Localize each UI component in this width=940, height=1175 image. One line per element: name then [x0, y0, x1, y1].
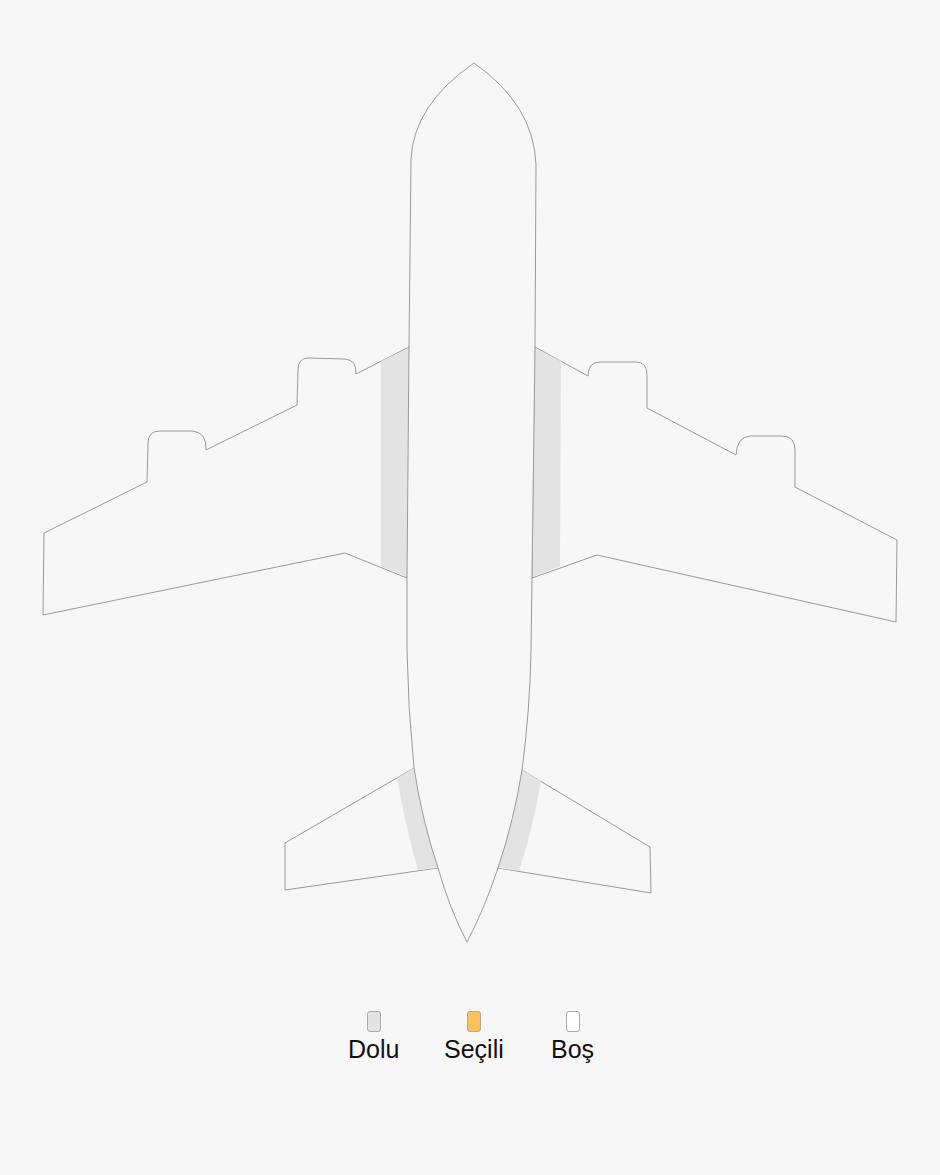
- legend-item: Seçili: [444, 1011, 504, 1064]
- legend-item: Dolu: [348, 1011, 399, 1064]
- legend-swatch: [467, 1011, 481, 1032]
- legend-label: Seçili: [444, 1036, 504, 1064]
- right-wing: [532, 347, 897, 622]
- legend-swatch: [566, 1011, 580, 1032]
- fuselage: [407, 63, 536, 942]
- legend-label: Boş: [551, 1036, 594, 1064]
- legend-swatch: [367, 1011, 381, 1032]
- legend-item: Boş: [551, 1011, 594, 1064]
- left-stabilizer: [285, 768, 438, 890]
- wing-root-band: [533, 348, 561, 577]
- right-stabilizer: [498, 770, 651, 893]
- left-wing: [43, 347, 409, 615]
- legend-label: Dolu: [348, 1036, 399, 1064]
- wing-root-band: [381, 348, 409, 577]
